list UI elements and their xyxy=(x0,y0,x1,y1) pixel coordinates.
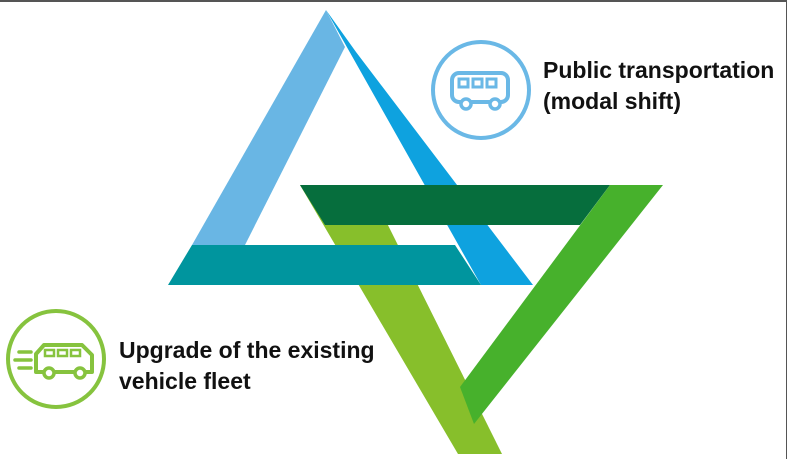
vehicle-upgrade-label: Upgrade of the existing vehicle fleet xyxy=(119,335,375,397)
triangle-up-left-edge xyxy=(192,10,345,245)
triangle-up-base-edge xyxy=(168,245,481,285)
car-icon xyxy=(6,309,106,409)
triangle-down-right-edge xyxy=(460,185,663,424)
triangle-down-top-edge xyxy=(300,185,610,225)
public-transportation-line1: Public transportation xyxy=(543,57,775,83)
bus-icon xyxy=(431,40,531,140)
vehicle-upgrade-line1: Upgrade of the existing xyxy=(119,337,375,363)
public-transportation-line2: (modal shift) xyxy=(543,88,681,114)
public-transportation-label: Public transportation (modal shift) xyxy=(543,55,774,117)
vehicle-upgrade-line2: vehicle fleet xyxy=(119,368,251,394)
